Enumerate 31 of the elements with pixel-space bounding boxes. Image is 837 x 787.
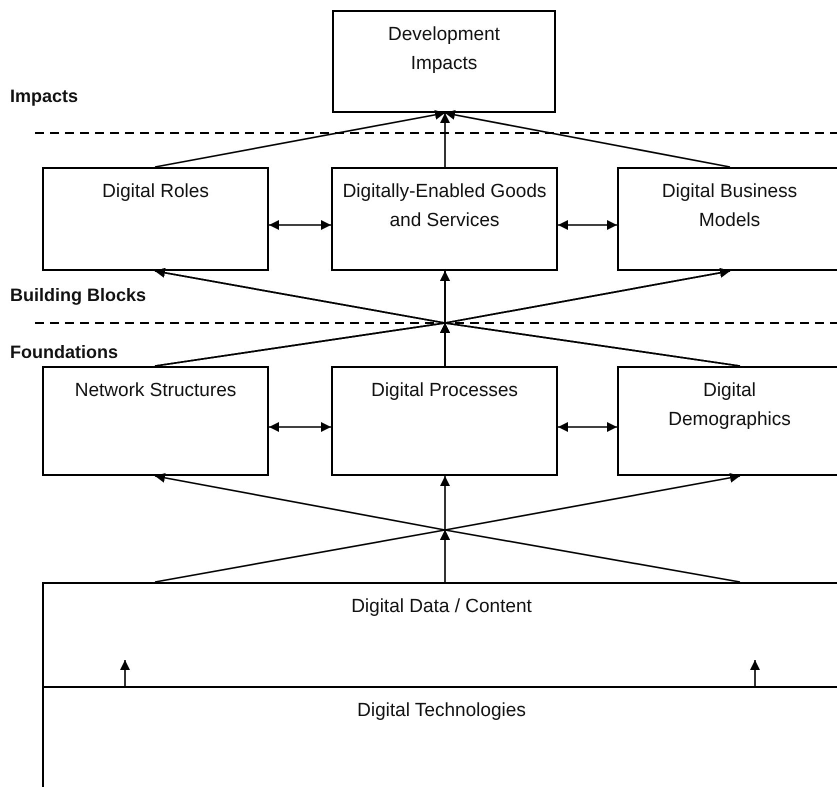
- arrow: [120, 660, 130, 686]
- layer-label: Impacts: [10, 86, 78, 107]
- arrow: [440, 113, 450, 167]
- process-box: [617, 167, 837, 271]
- arrow: [444, 110, 730, 168]
- layer-label: Building Blocks: [10, 285, 146, 306]
- box-label: Digital Demographics: [667, 379, 792, 432]
- box-label: Digital Data / Content: [350, 595, 533, 619]
- arrow: [269, 422, 331, 432]
- arrow: [558, 220, 617, 230]
- box-label: Digitally-Enabled Goods and Services: [342, 180, 548, 233]
- arrow: [750, 660, 760, 686]
- box-label: Digital Roles: [102, 180, 209, 204]
- arrow: [558, 422, 617, 432]
- process-box: [331, 366, 558, 476]
- arrow: [440, 476, 450, 582]
- process-box: [42, 582, 837, 688]
- arrow: [269, 220, 331, 230]
- process-box: [42, 167, 269, 271]
- arrow: [440, 473, 740, 583]
- layer-label: Foundations: [10, 342, 118, 363]
- box-label: Development Impacts: [387, 23, 501, 76]
- process-box: [42, 366, 269, 476]
- process-box: [617, 366, 837, 476]
- process-box: [331, 167, 558, 271]
- process-box: [332, 10, 556, 113]
- box-label: Digital Processes: [371, 379, 518, 403]
- arrow: [154, 110, 446, 168]
- box-label: Digital Business Models: [660, 180, 798, 233]
- box-label: Network Structures: [74, 379, 236, 403]
- box-label: Digital Technologies: [356, 699, 527, 723]
